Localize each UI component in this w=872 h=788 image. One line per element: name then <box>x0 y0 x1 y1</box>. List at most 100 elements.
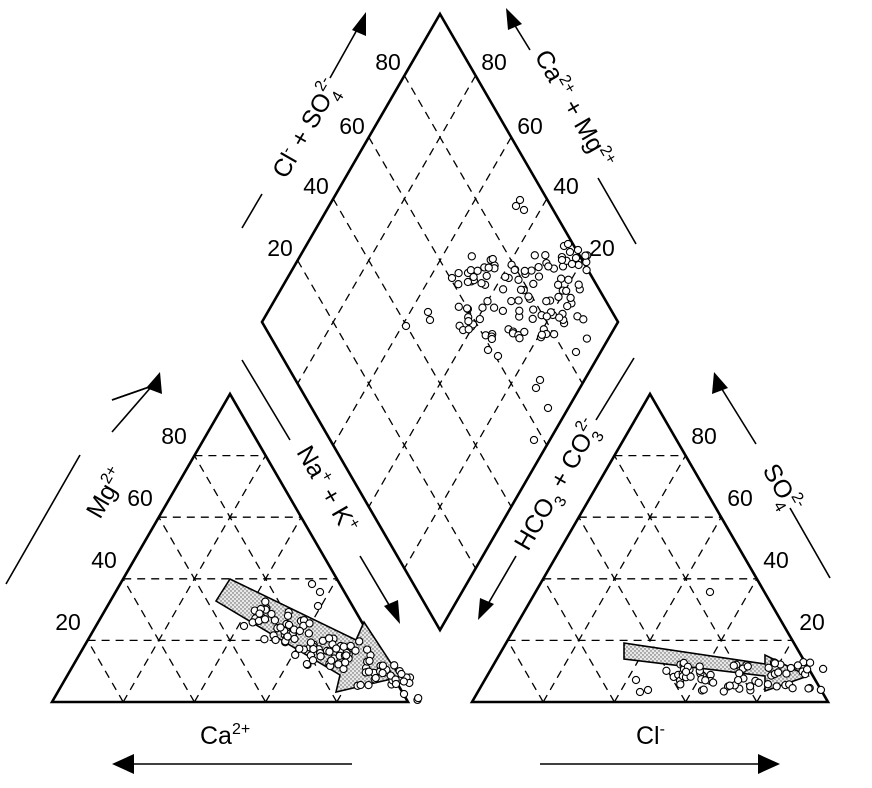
mg-axis-arrow-shaft <box>111 385 153 401</box>
ca-mg-axis-arrowhead <box>506 8 522 30</box>
diamond-sample-point <box>515 334 524 343</box>
cation-sample-point <box>399 677 408 686</box>
diamond-sample-point <box>454 268 463 278</box>
anion-sample-point <box>676 680 685 689</box>
anion-sample-point <box>745 682 755 691</box>
diamond-sample-point <box>528 314 537 324</box>
hco3-axis-line-lower <box>487 555 517 605</box>
diamond-sample-point <box>524 292 533 301</box>
diamond-sample-point <box>574 260 583 270</box>
diamond-grid-u-2 <box>368 136 548 446</box>
cation-sample-point <box>362 645 372 654</box>
cation-sample-point <box>327 656 336 665</box>
anion-sample-point <box>635 687 645 697</box>
diamond-sample-point <box>582 334 592 343</box>
cation-sample-point <box>271 635 280 645</box>
so4-axis-line-lower <box>789 507 831 579</box>
diamond-sample-point <box>571 253 581 263</box>
diamond-sample-point <box>555 313 564 322</box>
axis-arrows <box>5 8 831 774</box>
cation-sample-point <box>261 597 270 606</box>
anion-tick-20: 20 <box>799 609 825 635</box>
ca-mg-axis-label: Ca2+ + Mg2+ <box>529 45 620 174</box>
diamond-grid-u-1 <box>332 198 512 508</box>
cation-sample-point <box>313 601 323 611</box>
diamond-sample-point <box>482 271 491 281</box>
diamond-sample-point <box>464 317 473 326</box>
diamond-sample-point <box>464 325 473 334</box>
diamond-sample-point <box>582 265 591 275</box>
diamond-sample-point <box>514 296 523 305</box>
diamond-sample-point <box>489 303 499 312</box>
anion-sample-point <box>695 662 704 671</box>
diamond-sample-point <box>537 330 547 339</box>
diamond-sample-point <box>542 312 551 321</box>
diamond-right-tick-60: 60 <box>517 113 543 139</box>
cation-tick-80: 80 <box>161 423 187 449</box>
anion-sample-point <box>681 667 691 676</box>
diamond-right-tick-20: 20 <box>589 235 615 261</box>
anion-sample-point <box>774 668 783 677</box>
cation-sample-point <box>260 635 269 644</box>
cation-grid-b-1 <box>158 516 267 703</box>
cation-sample-point <box>291 650 300 660</box>
anion-sample-point <box>802 665 812 674</box>
diamond-sample-point <box>425 315 435 325</box>
diamond-sample-point <box>510 265 519 275</box>
cation-triangle-grid <box>87 454 373 703</box>
cl-so4-axis-arrowhead <box>352 12 366 36</box>
cation-sample-point <box>342 651 351 660</box>
diamond-sample-point <box>571 347 581 357</box>
diamond-sample-point <box>501 272 510 281</box>
diamond-sample-point <box>534 272 544 281</box>
diamond-sample-point <box>563 239 573 249</box>
diamond-sample-point <box>543 403 553 413</box>
cation-sample-point <box>270 616 280 625</box>
diamond-sample-point <box>487 334 497 344</box>
diamond-sample-point <box>515 306 524 315</box>
diamond-left-tick-60: 60 <box>339 113 365 139</box>
anion-grid-b-3 <box>507 640 544 703</box>
anion-sample-point <box>786 663 796 673</box>
diamond-sample-point <box>520 266 529 276</box>
na-k-axis-line-lower <box>359 555 393 611</box>
cation-sample-point <box>332 644 341 653</box>
cl-so4-axis-line-lower <box>241 193 263 229</box>
diamond-sample-point <box>478 303 487 312</box>
diamond-sample-point <box>507 296 516 306</box>
cation-sample-point <box>378 668 387 678</box>
cation-grid-a-1 <box>193 516 302 703</box>
diamond-sample-point <box>573 245 583 255</box>
anion-sample-point <box>631 675 641 685</box>
diamond-sample-point <box>529 435 539 445</box>
diamond-grid-d-1 <box>332 136 512 446</box>
diamond-sample-point <box>565 247 575 257</box>
na-k-axis-line-upper <box>241 359 291 441</box>
anion-sample-point <box>793 661 803 670</box>
diamond-sample-point <box>498 306 508 316</box>
diamond-right-tick-40: 40 <box>553 173 579 199</box>
na-k-axis-label: Na+ + K+ <box>291 441 364 538</box>
diamond-sample-point <box>566 293 575 303</box>
cation-sample-point <box>295 626 305 636</box>
anion-grid-b-2 <box>542 578 615 703</box>
cation-sample-point <box>302 659 312 669</box>
diamond-sample-point <box>579 315 588 324</box>
diamond-sample-point <box>454 280 463 289</box>
diamond-sample-point <box>483 297 492 306</box>
anion-sample-point <box>725 681 734 690</box>
na-k-axis-arrowhead <box>384 600 400 624</box>
diamond-sample-point <box>563 301 572 311</box>
diamond-sample-point <box>549 330 559 339</box>
cation-grid-b-2 <box>122 578 195 703</box>
hco3-axis-arrowhead <box>478 598 494 620</box>
cation-sample-point <box>315 587 325 597</box>
so4-axis-label: SO42- <box>752 458 810 521</box>
mg-axis-arrowhead <box>146 372 162 394</box>
ca-mg-axis-line-lower <box>597 177 637 245</box>
diamond-sample-point <box>493 351 503 361</box>
anion-sample-point <box>699 685 708 694</box>
diamond-sample-point <box>534 262 543 272</box>
cation-sample-point <box>307 579 317 589</box>
diamond-sample-point <box>535 375 545 385</box>
